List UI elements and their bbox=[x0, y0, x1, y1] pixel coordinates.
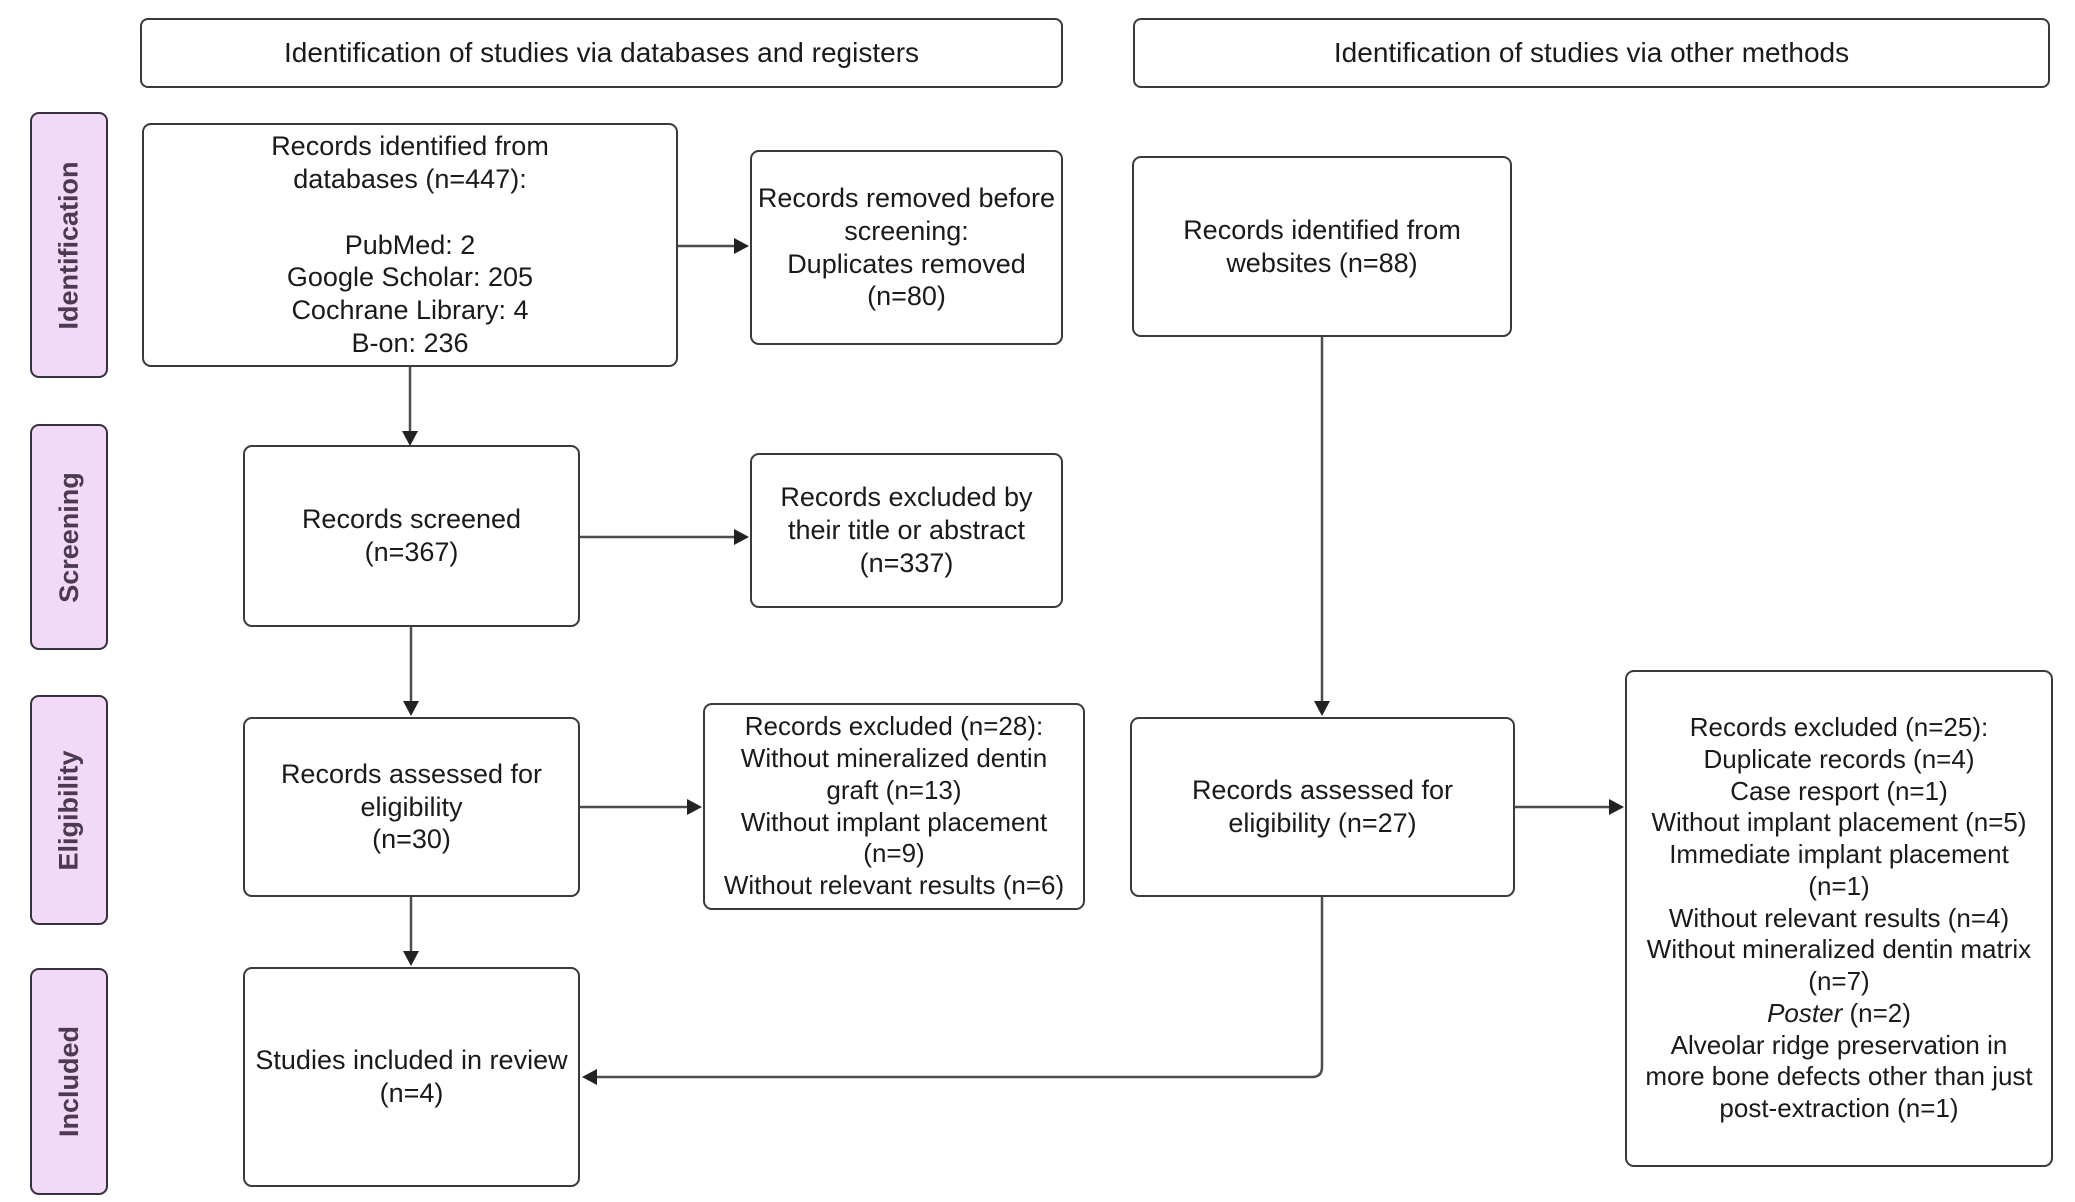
stage-screening-label: Screening bbox=[53, 471, 84, 603]
text-line: (n=337) bbox=[859, 547, 954, 578]
text-line: Immediate implant placement bbox=[1669, 839, 2009, 870]
text-line: eligibility (n=27) bbox=[1228, 808, 1417, 838]
text-line: Without implant placement (n=5) bbox=[1651, 807, 2027, 838]
text-line: post-extraction (n=1) bbox=[1719, 1092, 1959, 1123]
stage-identification: Identification bbox=[30, 112, 108, 378]
text-line: (n=30) bbox=[372, 824, 451, 855]
text-line: Without relevant results (n=6) bbox=[723, 869, 1065, 900]
node-studies-included-review: Studies included in review(n=4) bbox=[243, 967, 580, 1187]
text-line: eligibility bbox=[360, 791, 463, 822]
text-line: Without implant placement bbox=[740, 806, 1048, 837]
text-line: Studies included in review bbox=[255, 1045, 568, 1076]
text-line: Records excluded by bbox=[780, 482, 1033, 513]
text-line: Records screened bbox=[301, 504, 522, 535]
text-line: Duplicates removed bbox=[787, 248, 1026, 279]
text-line: Records identified from bbox=[271, 130, 549, 161]
arrowhead-right-excluded-databases bbox=[687, 799, 702, 815]
stage-identification-label: Identification bbox=[53, 161, 84, 329]
text-line: websites (n=88) bbox=[1226, 247, 1418, 278]
arrowhead-left-included bbox=[582, 1069, 597, 1085]
stage-eligibility-label: Eligibility bbox=[53, 749, 84, 871]
text-line: Records excluded (n=25): bbox=[1689, 712, 1989, 743]
header-other-methods: Identification of studies via other meth… bbox=[1133, 18, 2050, 88]
header-databases-registers-label: Identification of studies via databases … bbox=[283, 37, 920, 68]
text-line: (n=7) bbox=[1808, 966, 1870, 997]
text-line: PubMed: 2 bbox=[344, 229, 476, 260]
arrowhead-down-assessed-other bbox=[1314, 701, 1330, 716]
stage-included: Included bbox=[30, 968, 108, 1195]
text-line: Case resport (n=1) bbox=[1730, 775, 1948, 806]
text-line: Without mineralized dentin matrix bbox=[1646, 934, 2032, 965]
text-line: Alveolar ridge preservation in bbox=[1670, 1029, 2008, 1060]
text-line: (n=9) bbox=[863, 838, 925, 869]
arrowhead-down-assessed bbox=[403, 701, 419, 716]
text-line: Without mineralized dentin bbox=[740, 743, 1048, 774]
text-line: (n=367) bbox=[364, 537, 459, 567]
stage-eligibility: Eligibility bbox=[30, 695, 108, 925]
text-line: screening: bbox=[844, 215, 969, 246]
text-line: Records removed before bbox=[757, 182, 1056, 213]
text-line: (n=4) bbox=[379, 1078, 444, 1108]
node-records-excluded-databases: Records excluded (n=28):Without minerali… bbox=[703, 703, 1085, 910]
arrowhead-right-excluded-title bbox=[734, 529, 749, 545]
node-records-screened: Records screened(n=367) bbox=[243, 445, 580, 627]
text-line: (n=1) bbox=[1808, 870, 1870, 901]
text-line: Cochrane Library: 4 bbox=[291, 295, 529, 326]
stage-included-label: Included bbox=[53, 1025, 84, 1138]
arrowhead-down-screened bbox=[402, 431, 418, 446]
text-line: Google Scholar: 205 bbox=[286, 262, 534, 293]
text-line: Records excluded (n=28): bbox=[744, 711, 1044, 742]
arrow-assessed-other-to-included bbox=[596, 897, 1324, 1079]
stage-screening: Screening bbox=[30, 424, 108, 650]
text-line: Poster (n=2) bbox=[1767, 997, 1911, 1028]
node-records-excluded-other: Records excluded (n=25):Duplicate record… bbox=[1625, 670, 2053, 1167]
text-line: Duplicate records (n=4) bbox=[1703, 744, 1975, 775]
text-line: Without relevant results (n=4) bbox=[1668, 902, 2010, 933]
text-line: Records assessed for bbox=[280, 758, 543, 789]
header-databases-registers: Identification of studies via databases … bbox=[140, 18, 1063, 88]
text-line: Records assessed for bbox=[1191, 775, 1454, 806]
arrowhead-right-removed bbox=[734, 238, 749, 254]
text-line: their title or abstract bbox=[787, 515, 1026, 546]
text-line: (n=80) bbox=[867, 281, 946, 312]
text-line: databases (n=447): bbox=[293, 163, 527, 194]
text-line: B-on: 236 bbox=[351, 328, 469, 359]
text-line: more bone defects other than just bbox=[1645, 1061, 2033, 1092]
arrowhead-right-excluded-other bbox=[1609, 799, 1624, 815]
text-line bbox=[406, 196, 414, 229]
header-other-methods-label: Identification of studies via other meth… bbox=[1333, 37, 1850, 68]
arrowhead-down-included bbox=[403, 951, 419, 966]
text-line: graft (n=13) bbox=[826, 774, 962, 805]
text-line: Records identified from bbox=[1183, 214, 1461, 245]
